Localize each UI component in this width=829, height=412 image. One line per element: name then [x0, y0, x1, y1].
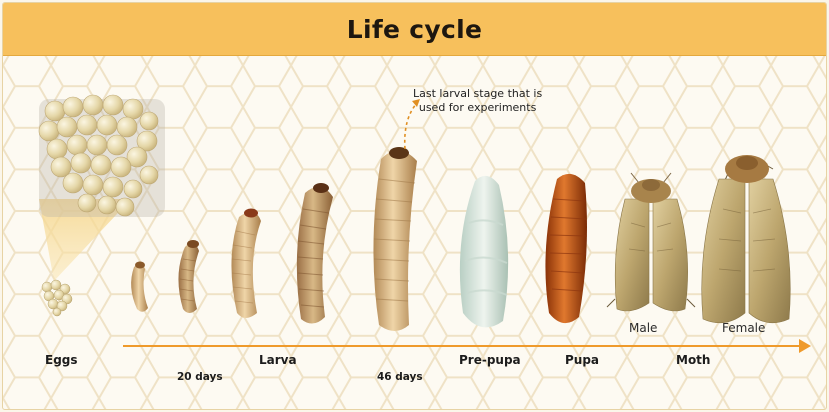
moth-female	[701, 155, 791, 324]
larva-instar-2	[178, 240, 199, 313]
larva-instar-3	[231, 208, 261, 318]
annotation-arrowhead	[412, 99, 420, 107]
egg-clump-small	[41, 279, 73, 317]
title-banner: Life cycle	[3, 3, 826, 56]
annotation-line-1: Last larval stage that is	[413, 87, 543, 100]
illustration-canvas	[3, 55, 826, 409]
duration-label-46-days: 46 days	[377, 371, 423, 383]
stage-label-larva: Larva	[259, 353, 297, 367]
egg-cluster-closeup	[38, 94, 165, 217]
page-title: Life cycle	[346, 14, 483, 44]
timeline-arrowhead	[799, 339, 811, 353]
larva-instar-5-last	[373, 147, 417, 331]
duration-label-20-days: 20 days	[177, 371, 223, 383]
stage-label-moth: Moth	[676, 353, 711, 367]
moth-male	[606, 172, 696, 312]
female-label: Female	[722, 321, 766, 335]
prepupa-cocoon	[459, 175, 509, 328]
annotation-line-2: used for experiments	[418, 101, 537, 114]
stage-label-prepupa: Pre-pupa	[459, 353, 521, 367]
pupa	[545, 173, 588, 324]
annotation-arrow	[403, 102, 418, 150]
stage-label-eggs: Eggs	[45, 353, 78, 367]
larva-instar-4	[296, 183, 333, 324]
annotation-note: Last larval stage that is used for exper…	[413, 87, 542, 115]
magnify-cone	[39, 199, 131, 281]
stage-label-pupa: Pupa	[565, 353, 600, 367]
male-label: Male	[629, 321, 658, 335]
larva-instar-1	[131, 261, 148, 312]
